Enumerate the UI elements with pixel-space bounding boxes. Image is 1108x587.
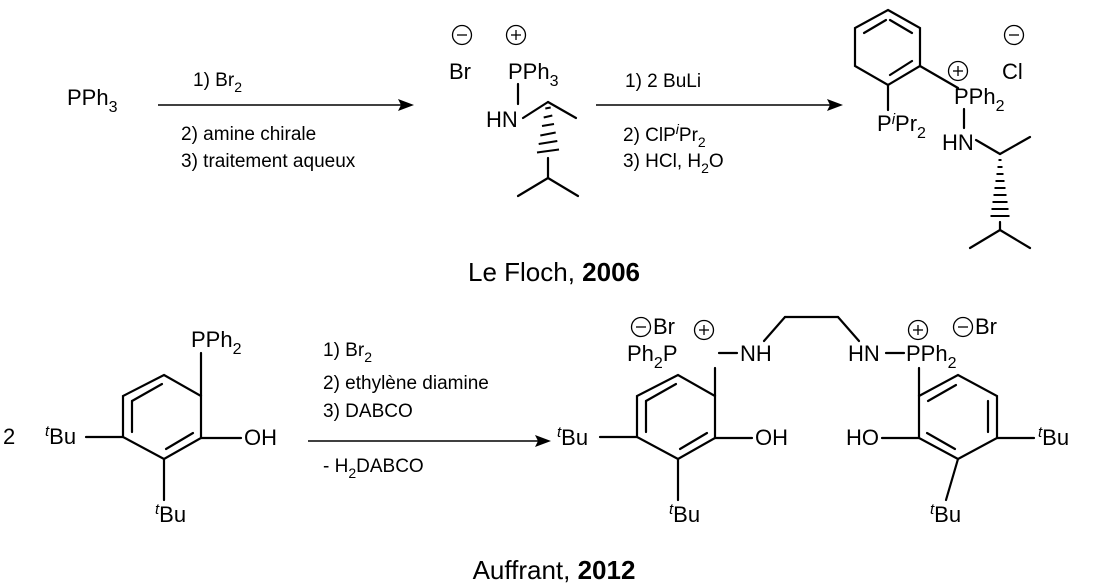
plus-charge-icon xyxy=(505,24,527,46)
nh-group: HN xyxy=(942,130,974,155)
intermediate-aminophosphonium: Br PPh3 HN xyxy=(449,24,580,198)
tbu-label-right-bottom: tBu xyxy=(930,501,961,527)
tbu-label-left-bottom: tBu xyxy=(669,501,700,527)
condition-hcl-water: 3) HCl, H2O xyxy=(623,151,724,176)
reaction-arrow-3 xyxy=(308,435,551,447)
ho-label-right: HO xyxy=(846,425,879,450)
chloride-anion: Cl xyxy=(1002,59,1023,84)
minus-charge-icon xyxy=(630,316,652,338)
scheme-auffrant: 2 tBu PPh2 OH tBu 1) Br2 2) ethylène dia… xyxy=(3,314,1069,585)
stoich-coefficient: 2 xyxy=(3,424,15,449)
pph2-label-right: PPh2 xyxy=(906,341,957,372)
caption-auffrant: Auffrant, 2012 xyxy=(473,555,636,585)
reactant-phosphinophenol: tBu PPh2 OH tBu xyxy=(45,327,277,527)
condition-h2dabco: - H2DABCO xyxy=(323,456,424,481)
bromide-anion: Br xyxy=(449,59,471,84)
minus-charge-icon xyxy=(952,316,974,338)
caption-le-floch: Le Floch, 2006 xyxy=(468,257,640,287)
condition-clpipr2: 2) ClPiPr2 xyxy=(623,121,706,150)
conditions-step-2: 1) 2 BuLi 2) ClPiPr2 3) HCl, H2O xyxy=(623,71,724,176)
plus-charge-icon xyxy=(907,319,929,341)
condition-br2: 1) Br2 xyxy=(323,340,372,365)
reaction-arrow-1 xyxy=(158,99,414,111)
plus-charge-icon xyxy=(947,60,969,82)
oh-label-left: OH xyxy=(755,425,788,450)
pph2-label: PPh2 xyxy=(191,327,242,358)
hn-label-right: HN xyxy=(848,341,880,366)
reactant-pph3: PPh3 xyxy=(67,85,118,116)
minus-charge-icon xyxy=(451,24,473,46)
condition-br2: 1) Br2 xyxy=(193,70,242,95)
condition-amine: 2) amine chirale xyxy=(181,124,316,145)
condition-buli: 1) 2 BuLi xyxy=(625,71,701,92)
oh-label: OH xyxy=(244,425,277,450)
nh-label-left: NH xyxy=(740,341,772,366)
condition-ethylenediamine: 2) ethylène diamine xyxy=(323,373,489,394)
condition-dabco: 3) DABCO xyxy=(323,401,413,422)
bromide-anion-left: Br xyxy=(653,314,675,339)
conditions-step-1: 1) Br2 2) amine chirale 3) traitement aq… xyxy=(181,70,356,172)
tbu-label-right: tBu xyxy=(1038,424,1069,450)
tbu-label-left: tBu xyxy=(557,424,588,450)
pipr2-group: PiPr2 xyxy=(877,111,926,142)
bromide-anion-right: Br xyxy=(975,314,997,339)
pph3-cation: PPh3 xyxy=(508,59,559,90)
plus-charge-icon xyxy=(693,319,715,341)
nh-group: HN xyxy=(486,107,518,132)
reaction-arrow-2 xyxy=(596,99,843,111)
tbu-bottom-label: tBu xyxy=(155,501,186,527)
product-phosphonium-chloride: PiPr2 Cl PPh2 HN xyxy=(853,8,1032,250)
minus-charge-icon xyxy=(1003,24,1025,46)
pph2-cation: PPh2 xyxy=(954,84,1005,115)
condition-aqueous: 3) traitement aqueux xyxy=(181,151,356,172)
tbu-left-label: tBu xyxy=(45,423,76,449)
product-bis-aminophosphonium-bromide: Br Br Ph2P NH HN PPh2 tBu OH xyxy=(557,314,1069,527)
conditions-step-3: 1) Br2 2) ethylène diamine 3) DABCO - H2… xyxy=(323,340,489,481)
scheme-le-floch: PPh3 1) Br2 2) amine chirale 3) traiteme… xyxy=(67,8,1032,287)
ph2p-label-left: Ph2P xyxy=(627,341,678,372)
